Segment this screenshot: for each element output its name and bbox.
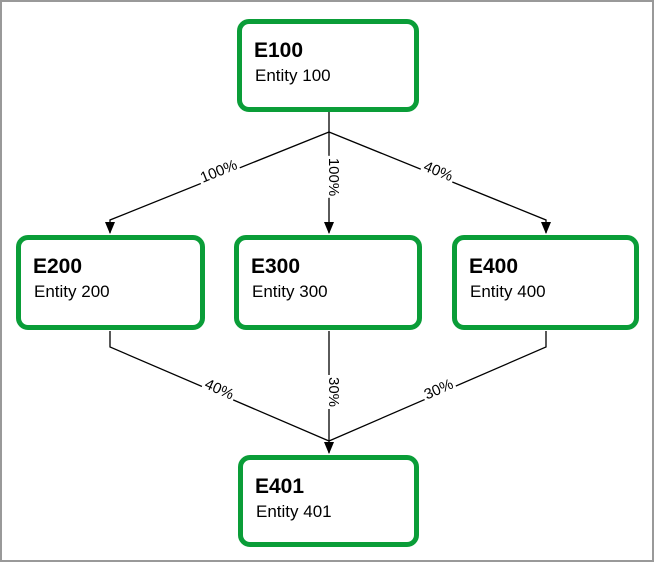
edge-e100-e400 <box>328 131 551 234</box>
node-subtitle: Entity 400 <box>470 282 546 301</box>
edge-label-e100-e300: 100% <box>324 155 342 199</box>
node-e300[interactable]: E300 Entity 300 <box>234 235 422 330</box>
node-subtitle: Entity 401 <box>256 502 332 521</box>
node-subtitle: Entity 300 <box>252 282 328 301</box>
edge-label-e300-e401: 30% <box>324 374 342 410</box>
edge-e200-e401 <box>109 331 330 442</box>
node-e401[interactable]: E401 Entity 401 <box>238 455 419 547</box>
node-title: E100 <box>254 39 304 62</box>
node-subtitle: Entity 200 <box>34 282 110 301</box>
node-e100[interactable]: E100 Entity 100 <box>237 19 419 112</box>
node-title: E401 <box>255 475 305 498</box>
edge-e100-e200 <box>105 131 330 234</box>
node-e200[interactable]: E200 Entity 200 <box>16 235 205 330</box>
node-title: E200 <box>33 255 83 278</box>
node-subtitle: Entity 100 <box>255 66 331 85</box>
node-title: E400 <box>469 255 519 278</box>
node-title: E300 <box>251 255 301 278</box>
node-e400[interactable]: E400 Entity 400 <box>452 235 639 330</box>
edge-e400-e401 <box>328 331 547 442</box>
